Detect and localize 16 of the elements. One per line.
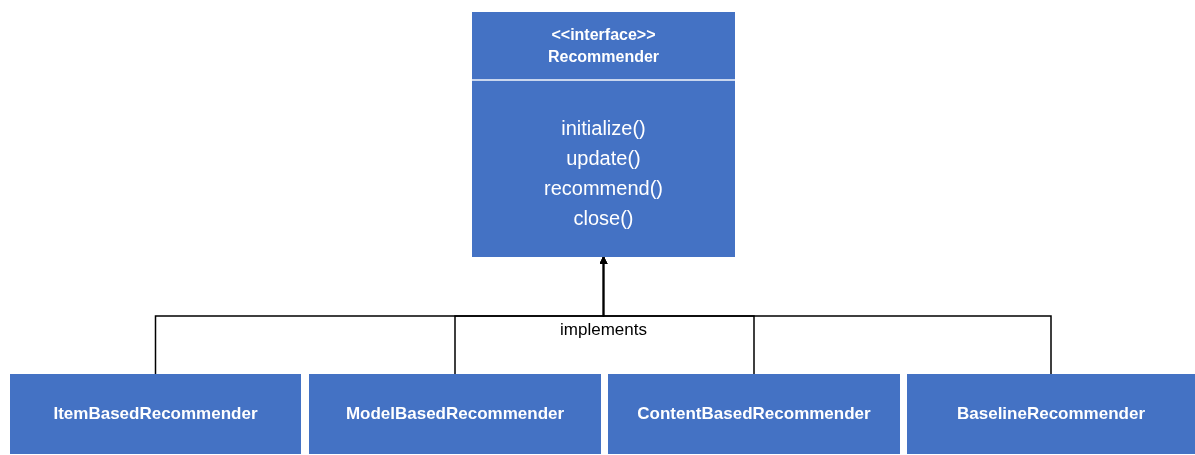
- class-box: [10, 374, 301, 454]
- class-box: [608, 374, 900, 454]
- class-box: [309, 374, 601, 454]
- class-name: ModelBasedRecommender: [345, 403, 565, 426]
- class-name: ContentBasedRecommender: [637, 403, 871, 426]
- method-name: close(): [573, 206, 634, 231]
- stereotype-label: <<interface>>: [551, 24, 656, 45]
- connector-arrow: [599, 256, 1052, 375]
- class-name: ItemBasedRecommender: [53, 403, 258, 426]
- method-name: recommend(): [544, 176, 663, 201]
- class-name: BaselineRecommender: [957, 403, 1145, 426]
- method-name: update(): [566, 146, 641, 171]
- interface-class-box: [472, 12, 735, 257]
- method-name: initialize(): [561, 116, 646, 141]
- class-box: [907, 374, 1195, 454]
- class-name: Recommender: [547, 46, 660, 67]
